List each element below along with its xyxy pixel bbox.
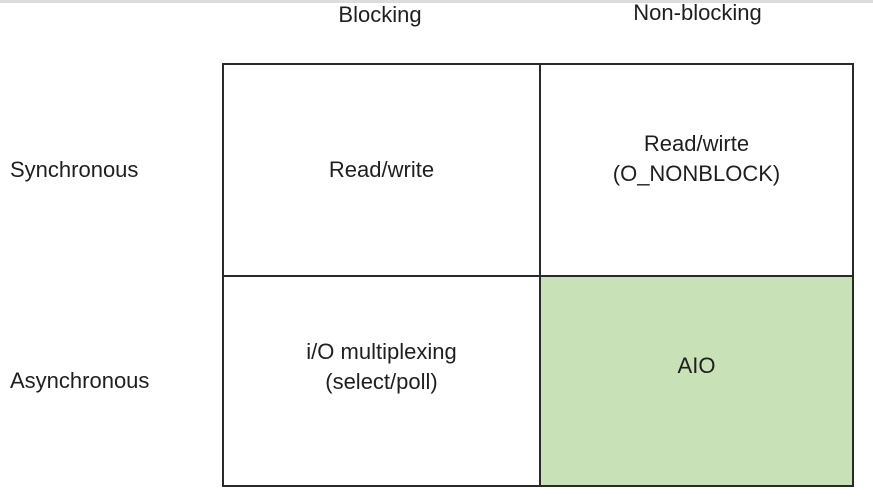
row-header-asynchronous: Asynchronous <box>10 368 150 393</box>
cell-async-blocking: i/O multiplexing (select/poll) <box>224 275 539 485</box>
cell-label: Read/wirte (O_NONBLOCK) <box>612 131 781 186</box>
column-header-blocking: Blocking <box>338 2 422 27</box>
row-header-synchronous: Synchronous <box>10 157 139 182</box>
cell-async-nonblocking: AIO <box>539 275 852 485</box>
cell-sync-blocking: Read/write <box>224 65 539 275</box>
cell-sync-nonblocking: Read/wirte (O_NONBLOCK) <box>539 65 852 275</box>
cell-label: Read/write <box>328 157 435 182</box>
column-header-non-blocking: Non-blocking <box>633 0 762 25</box>
top-divider <box>0 0 873 3</box>
io-model-matrix: Read/write Read/wirte (O_NONBLOCK) i/O m… <box>222 63 854 487</box>
cell-label: AIO <box>677 353 716 378</box>
cell-label: i/O multiplexing (select/poll) <box>306 339 457 394</box>
